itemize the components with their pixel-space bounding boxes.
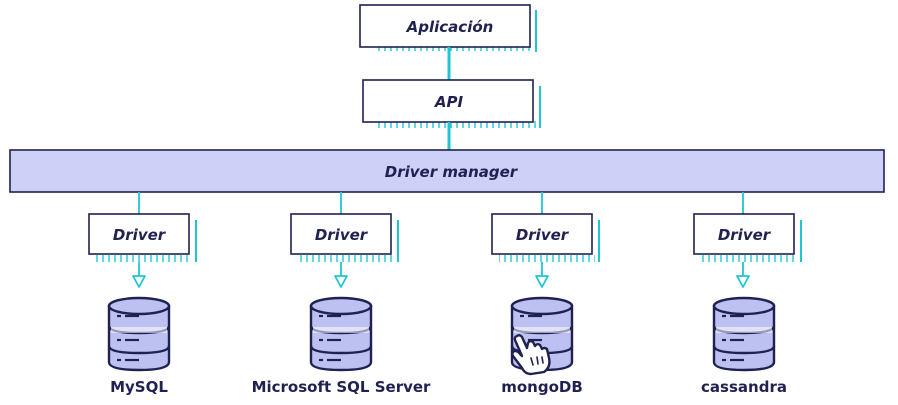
database-icon (309, 296, 373, 372)
database-icon (107, 296, 171, 372)
database-name-mysql: MySQL (110, 378, 168, 396)
driver-manager-label: Driver manager (385, 163, 519, 181)
database-icon (712, 296, 776, 372)
driver-label: Driver (516, 226, 570, 244)
api-label: API (434, 93, 464, 111)
driver-manager-bar: Driver manager (9, 149, 885, 193)
arrow-down-icon (535, 275, 549, 288)
database-name-mongodb: mongoDB (501, 378, 583, 396)
database-name-cassandra: cassandra (701, 378, 787, 396)
arrow-down-icon (334, 275, 348, 288)
driver-column-sqlserver: Driver Microsoft SQL Server (252, 192, 431, 396)
driver-label: Driver (113, 226, 167, 244)
driver-column-cassandra: Driver cassandra (693, 192, 802, 396)
driver-label: Driver (718, 226, 772, 244)
arrow-down-icon (736, 275, 750, 288)
arrow-down-icon (132, 275, 146, 288)
application-label: Aplicación (406, 18, 494, 36)
driver-column-mongodb: Driver mongoDB (491, 192, 600, 396)
hand-pointer-icon (511, 334, 551, 376)
database-name-sqlserver: Microsoft SQL Server (252, 378, 431, 396)
application-box: Aplicación (359, 4, 537, 52)
api-box: API (362, 79, 541, 128)
driver-label: Driver (315, 226, 369, 244)
driver-column-mysql: Driver MySQL (88, 192, 197, 396)
